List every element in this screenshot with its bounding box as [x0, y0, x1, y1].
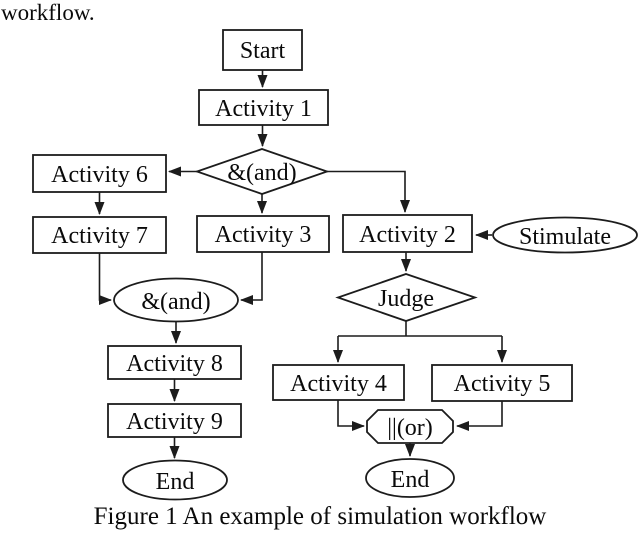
node-activity1-shape [198, 89, 329, 126]
node-activity8-shape [107, 345, 242, 380]
node-activity8: Activity 8 [107, 345, 242, 380]
node-or-join-label: ||(or) [387, 415, 433, 441]
diagram-edges [94, 70, 507, 459]
node-stimulate-label: Stimulate [519, 224, 611, 250]
node-activity9: Activity 9 [107, 403, 242, 438]
node-judge-label: Judge [378, 286, 434, 312]
node-and-join-label: &(and) [141, 289, 210, 315]
node-end-left: End [122, 459, 228, 501]
node-activity6-label: Activity 6 [51, 162, 148, 188]
node-activity1: Activity 1 [198, 89, 329, 126]
node-and-split-label: &(and) [227, 160, 296, 186]
node-activity9-label: Activity 9 [126, 409, 223, 435]
node-activity4: Activity 4 [272, 364, 405, 401]
node-judge: Judge [335, 273, 478, 322]
edge-activity3-andjoin [240, 252, 263, 305]
node-or-join-shape [366, 409, 454, 444]
figure-caption: Figure 1 An example of simulation workfl… [93, 503, 547, 530]
node-activity8-label: Activity 8 [126, 351, 223, 377]
node-activity2: Activity 2 [342, 214, 473, 253]
node-activity7-label: Activity 7 [51, 223, 148, 249]
node-start-shape [222, 29, 303, 71]
node-activity6: Activity 6 [32, 154, 167, 193]
node-and-join: &(and) [113, 277, 239, 323]
node-start: Start [222, 29, 303, 71]
node-end-right-shape [365, 458, 455, 498]
node-activity3: Activity 3 [196, 215, 330, 253]
node-start-label: Start [240, 38, 286, 64]
node-and-join-shape [113, 277, 239, 323]
node-activity3-shape [196, 215, 330, 253]
node-activity6-shape [32, 154, 167, 193]
node-end-left-label: End [156, 469, 195, 495]
node-activity4-shape [272, 364, 405, 401]
edge-activity7-andjoin [98, 253, 112, 305]
node-end-right-label: End [391, 467, 430, 493]
node-activity5: Activity 5 [431, 364, 573, 402]
node-stimulate: Stimulate [492, 216, 638, 254]
node-activity9-shape [107, 403, 242, 438]
node-activity2-shape [342, 214, 473, 253]
node-and-split: &(and) [194, 148, 330, 195]
body-text: workflow. [1, 0, 95, 25]
node-end-right: End [365, 458, 455, 498]
edge-activity4-orjoin [337, 400, 365, 431]
node-judge-shape [335, 273, 478, 322]
node-activity7-shape [32, 216, 167, 254]
node-end-left-shape [122, 459, 228, 501]
node-activity5-label: Activity 5 [454, 371, 551, 397]
node-activity5-shape [431, 364, 573, 402]
edge-andsplit-activity2 [327, 170, 410, 213]
node-activity1-label: Activity 1 [215, 96, 312, 122]
edge-activity5-orjoin [456, 400, 503, 431]
node-activity2-label: Activity 2 [359, 222, 456, 248]
node-activity7: Activity 7 [32, 216, 167, 254]
node-and-split-shape [194, 148, 330, 195]
node-activity3-label: Activity 3 [215, 222, 312, 248]
node-or-join: ||(or) [366, 409, 454, 444]
node-activity4-label: Activity 4 [290, 371, 387, 397]
node-stimulate-shape [492, 216, 638, 254]
